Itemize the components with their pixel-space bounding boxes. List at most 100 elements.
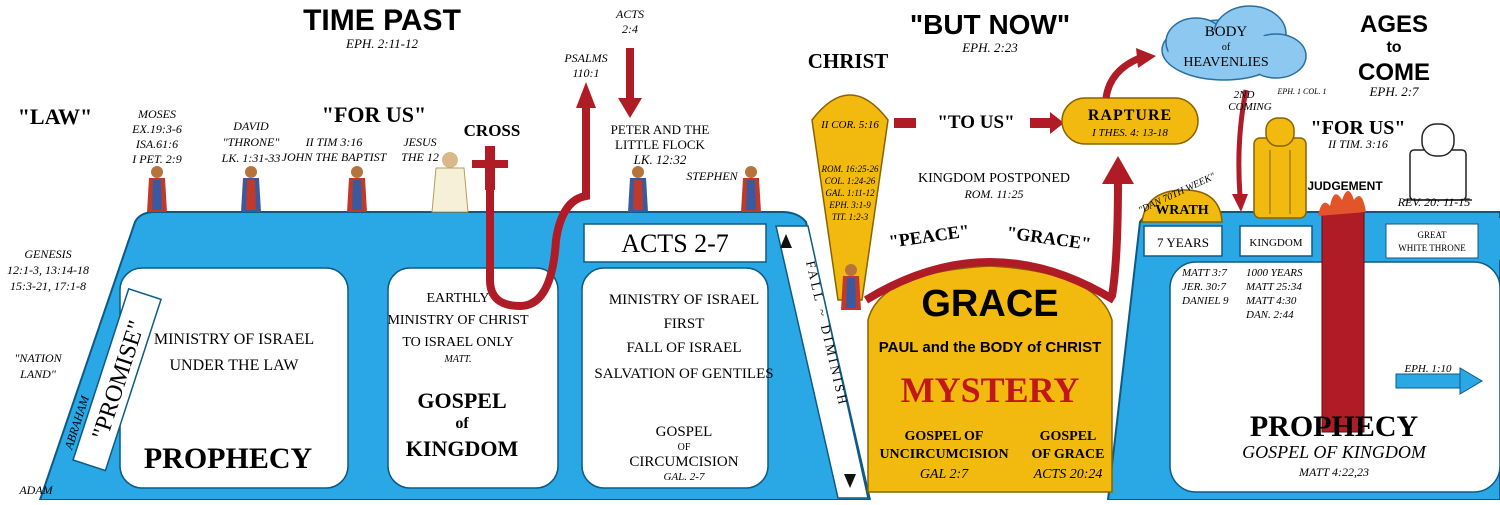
grace-title: GRACE — [921, 283, 1058, 325]
box3-line-2: FIRST — [664, 316, 705, 332]
grace-ref: ACTS 20:24 — [1033, 467, 1103, 482]
judgement-column — [1321, 211, 1365, 433]
law-label: "LAW" — [18, 104, 93, 129]
acts-24-text: ACTS 2:4 — [615, 7, 644, 36]
jer-307: JER. 30:7 — [1182, 281, 1226, 293]
seven-years-label: 7 YEARS — [1157, 235, 1209, 250]
little-flock: LITTLE FLOCK — [615, 137, 706, 152]
kingdom-label: KINGDOM — [1249, 237, 1302, 249]
unc-gospel: GOSPEL OF — [905, 429, 984, 444]
to-us-arrow-shaft — [1030, 118, 1052, 128]
time-past-title: TIME PAST — [303, 4, 461, 37]
judgement-label: JUDGEMENT — [1307, 179, 1383, 193]
but-now-ref: EPH. 2:23 — [961, 40, 1018, 55]
white-throne-label: WHITE THRONE — [1398, 243, 1466, 253]
box-kingdom-gospel — [387, 267, 559, 489]
paul-figure-icon — [841, 264, 861, 310]
white-throne-icon — [1404, 123, 1472, 201]
box1-line-2: UNDER THE LAW — [169, 357, 299, 374]
dan-244: DAN. 2:44 — [1245, 309, 1294, 321]
acts-24-ref: 2:4 — [622, 22, 638, 36]
acts-24-label: ACTS — [615, 7, 644, 21]
matt-37: MATT 3:7 — [1181, 267, 1227, 279]
unc-ref: GAL 2:7 — [920, 467, 969, 482]
wrath-dome — [1141, 189, 1223, 223]
box3-text: MINISTRY OF ISRAEL FIRST FALL OF ISRAEL … — [594, 292, 773, 382]
christ-ref: II COR. 5:16 — [820, 119, 879, 131]
acts-down-arrow-shaft — [626, 48, 634, 100]
grace-quote-label: "GRACE" — [1005, 222, 1092, 254]
fall-diminish-strip — [775, 225, 869, 499]
john-baptist: JOHN THE BAPTIST — [282, 150, 388, 164]
box-acts — [581, 267, 769, 489]
cross-label: CROSS — [464, 121, 521, 140]
peace-label: "PEACE" — [888, 221, 971, 252]
eph-col-ref: EPH. 1 COL. 1 — [1276, 87, 1326, 96]
great-white-box — [1385, 223, 1479, 259]
box3-line-1: MINISTRY OF ISRAEL — [609, 292, 759, 308]
future-matt-ref: MATT 4:22,23 — [1298, 465, 1369, 479]
circ-gospel: GOSPEL — [656, 424, 713, 440]
ages-title-2: to — [1386, 39, 1401, 56]
christ-label: CHRIST — [808, 49, 889, 73]
moses-text: MOSES EX.19:3-6 ISA.61:6 I PET. 2:9 — [131, 107, 182, 166]
grace-subtitle: PAUL and the BODY of CHRIST — [879, 339, 1102, 356]
psalms-label: PSALMS — [563, 51, 607, 65]
moses-ref-3: I PET. 2:9 — [131, 152, 181, 166]
moses-figure-icon — [147, 166, 167, 212]
rapture-body-arrow — [1102, 54, 1142, 99]
david-name: DAVID — [232, 119, 269, 133]
ages-ref: EPH. 2:7 — [1368, 84, 1419, 99]
future-refs-left: MATT 3:7 JER. 30:7 DANIEL 9 — [1181, 267, 1229, 307]
eph-arrow-shaft — [1395, 373, 1461, 389]
gospel-kingdom: KINGDOM — [406, 436, 519, 461]
seven-years-box — [1143, 225, 1223, 257]
box1-prophecy: PROPHECY — [144, 442, 313, 475]
for-us-left: "FOR US" — [322, 102, 427, 127]
rev-ref: REV. 20: 11-15 — [1397, 195, 1471, 209]
jesus-twelve: THE 12 — [401, 150, 439, 164]
peter-figure-icon — [628, 166, 648, 212]
future-prophecy: PROPHECY — [1250, 410, 1419, 443]
but-now-title: "BUT NOW" — [910, 9, 1070, 40]
matt-2534: MATT 25:34 — [1245, 281, 1302, 293]
second-coming-arrow — [1236, 89, 1249, 197]
john-figure-icon — [347, 166, 367, 212]
grace-of: OF GRACE — [1032, 447, 1105, 462]
future-refs-right: 1000 YEARS MATT 25:34 MATT 4:30 DAN. 2:4… — [1245, 267, 1303, 321]
to-us-label: "TO US" — [937, 112, 1014, 133]
david-figure-icon — [241, 166, 261, 212]
coming-label: COMING — [1228, 101, 1271, 113]
box3-line-4: SALVATION OF GENTILES — [594, 366, 773, 382]
rapture-pill — [1061, 97, 1199, 145]
genesis-text: GENESIS 12:1-3, 13:14-18 15:3-21, 17:1-8 — [7, 247, 89, 293]
peter-text: PETER AND THE LITTLE FLOCK LK. 12:32 — [611, 122, 710, 167]
circ-circumcision: CIRCUMCISION — [629, 454, 738, 470]
for-us-right: "FOR US" — [1311, 117, 1406, 139]
acts-banner — [583, 223, 767, 263]
peter-name: PETER AND THE — [611, 122, 710, 137]
box2-line-3: TO ISRAEL ONLY — [402, 335, 513, 350]
gospel-uncircumcision: GOSPEL OF UNCIRCUMCISION GAL 2:7 — [879, 429, 1008, 482]
kingdom-postponed: KINGDOM POSTPONED — [918, 171, 1070, 186]
eph-110-label: EPH. 1:10 — [1403, 363, 1452, 375]
stephen-figure-icon — [741, 166, 761, 212]
ages-title-1: AGES — [1360, 11, 1428, 38]
fall-down-arrow-icon — [844, 474, 856, 488]
daniel-9: DANIEL 9 — [1181, 295, 1229, 307]
stephen-label: STEPHEN — [686, 169, 738, 183]
body-label: BODY — [1205, 24, 1248, 40]
cone-ref-3: GAL. 1:11-12 — [825, 188, 875, 198]
circ-ref: GAL. 2-7 — [664, 471, 705, 483]
box3-gospel: GOSPEL OF CIRCUMCISION GAL. 2-7 — [629, 424, 738, 483]
thousand-years: 1000 YEARS — [1246, 267, 1303, 279]
ages-title-3: COME — [1358, 59, 1430, 86]
body-heavenlies-cloud — [1161, 5, 1307, 81]
future-gospel-kingdom: GOSPEL OF KINGDOM — [1242, 442, 1427, 462]
peter-ref: LK. 12:32 — [633, 152, 687, 167]
box3-line-3: FALL OF ISRAEL — [626, 340, 741, 356]
rapture-ref: I THES. 4: 13-18 — [1091, 127, 1168, 139]
jesus-name: JESUS — [403, 135, 436, 149]
cone-ref-1: ROM. 16:25-26 — [821, 164, 879, 174]
